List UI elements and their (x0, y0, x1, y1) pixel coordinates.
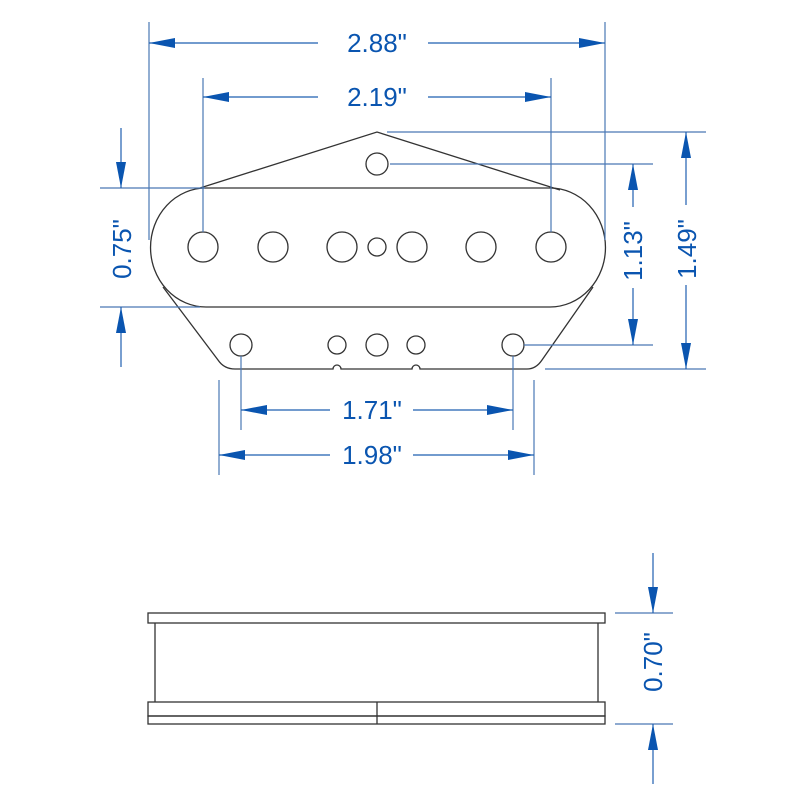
extension-lines (100, 22, 706, 475)
label-tip-to-mount: 1.13" (618, 221, 648, 281)
bottom-small-hole (327, 335, 347, 355)
pole-piece (535, 231, 567, 263)
bobbin-outline (149, 187, 607, 308)
label-base-bottom-width: 1.98" (342, 440, 402, 470)
label-pole-span: 2.19" (347, 82, 407, 112)
side-extension-lines (615, 612, 673, 725)
dim-mount-hole-span: 1.71" (241, 395, 513, 425)
dim-pole-span: 2.19" (203, 82, 551, 112)
baseplate-bottom-outline (162, 286, 594, 370)
pole-piece (465, 231, 497, 263)
pole-piece (257, 231, 289, 263)
side-view (147, 612, 606, 725)
pole-piece (396, 231, 428, 263)
bottom-mount-hole (501, 333, 525, 357)
label-bobbin-height: 0.75" (107, 219, 137, 279)
label-overall-length: 1.49" (672, 219, 702, 279)
top-flange (147, 612, 606, 624)
pole-piece (326, 231, 358, 263)
dim-bobbin-height: 0.75" (107, 128, 137, 367)
bottom-small-hole (365, 333, 389, 357)
center-hole (367, 237, 387, 257)
dim-overall-length: 1.49" (672, 132, 702, 369)
label-overall-width: 2.88" (347, 28, 407, 58)
dim-overall-width: 2.88" (149, 28, 605, 58)
label-mount-hole-span: 1.71" (342, 395, 402, 425)
label-side-height: 0.70" (638, 632, 668, 692)
top-mount-hole (365, 152, 389, 176)
baseplate-outline (199, 131, 561, 191)
bottom-small-hole (406, 335, 426, 355)
pole-piece (187, 231, 219, 263)
dim-side-height: 0.70" (638, 553, 668, 784)
top-view (149, 131, 607, 370)
dim-base-bottom-width: 1.98" (219, 440, 534, 470)
dim-tip-to-mount: 1.13" (618, 164, 648, 345)
bottom-mount-hole (229, 333, 253, 357)
